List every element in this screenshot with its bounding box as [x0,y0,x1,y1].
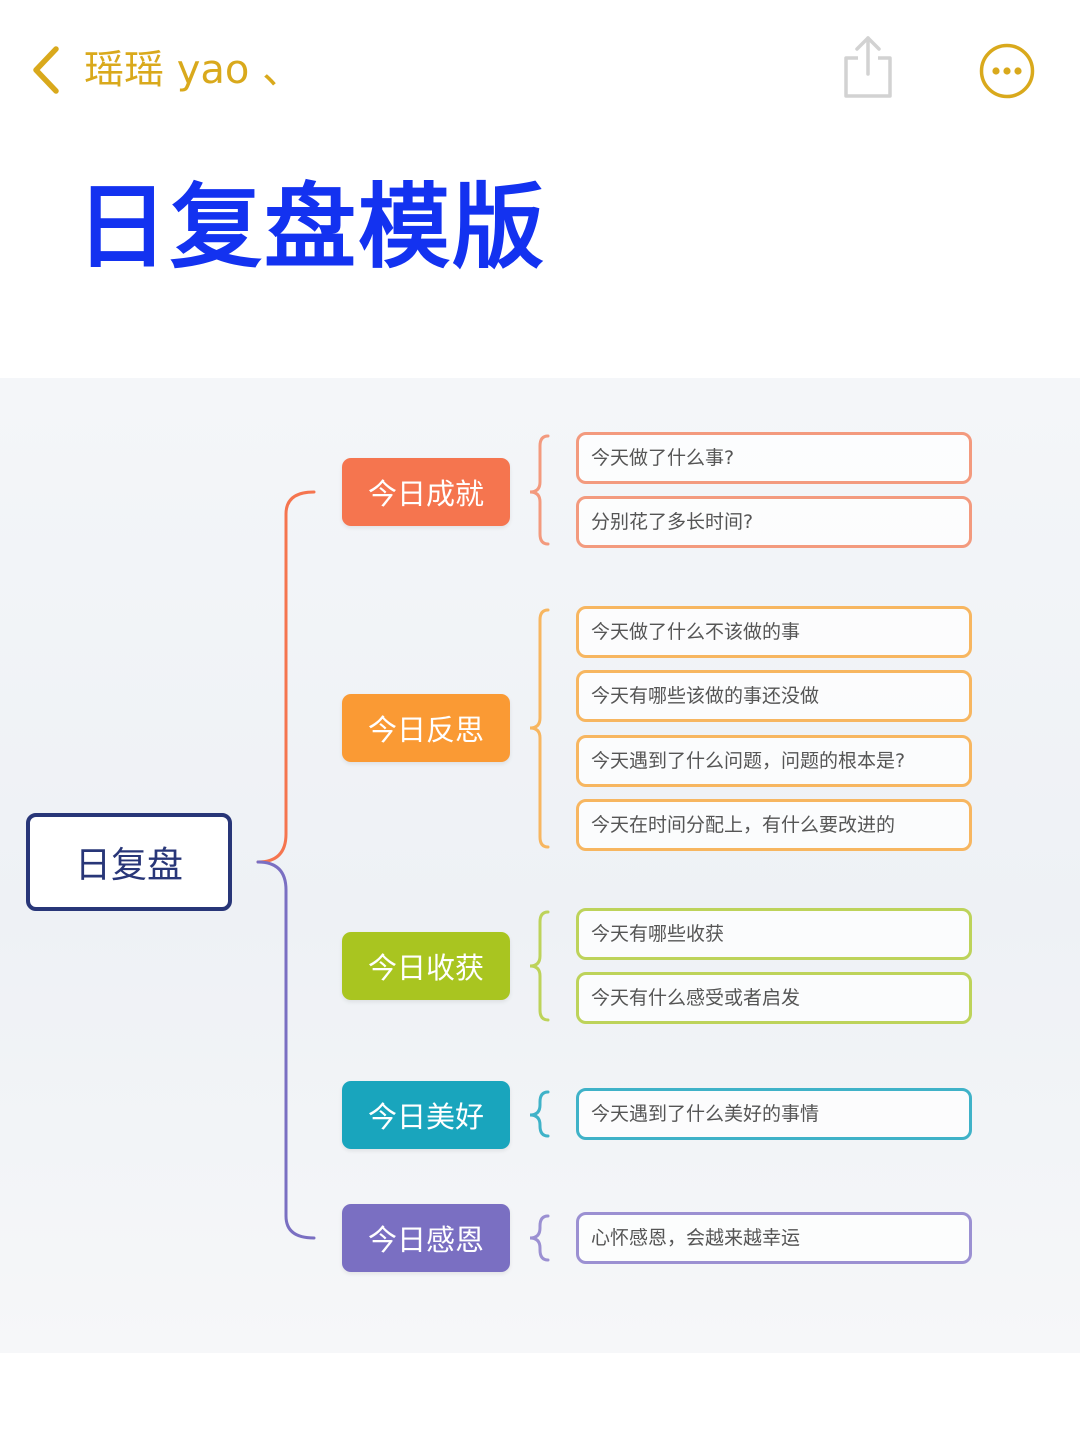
brace-harvest [529,910,550,1022]
connector-lower-trunk [256,860,316,1240]
connector-upper-trunk [256,490,316,864]
brace-achievement [529,434,550,546]
branch-beauty: 今日美好 [342,1081,510,1149]
leaf-item: 今天做了什么不该做的事 [576,606,972,658]
branch-gratitude: 今日感恩 [342,1204,510,1272]
leaf-item: 心怀感恩，会越来越幸运 [576,1212,972,1264]
chevron-left-icon [33,46,59,94]
mind-map-root: 日复盘 [26,813,232,911]
leaf-item: 今天遇到了什么问题，问题的根本是? [576,735,972,787]
branch-reflection: 今日反思 [342,694,510,762]
leaf-item: 今天有哪些该做的事还没做 [576,670,972,722]
leaf-item: 今天遇到了什么美好的事情 [576,1088,972,1140]
brace-reflection [529,608,550,849]
mind-map-connectors [256,434,550,1262]
leaf-item: 今天在时间分配上，有什么要改进的 [576,799,972,851]
more-button[interactable] [978,42,1036,100]
leaf-item: 今天有什么感受或者启发 [576,972,972,1024]
brace-beauty [529,1090,550,1138]
nav-title[interactable]: 瑶瑶 yao 、 [84,47,303,93]
branch-harvest: 今日收获 [342,932,510,1000]
more-icon [979,43,1035,99]
back-button[interactable] [26,44,72,96]
share-button[interactable] [838,34,898,102]
nav-bar: 瑶瑶 yao 、 [0,0,1080,140]
leaf-item: 分别花了多长时间? [576,496,972,548]
page-title: 日复盘模版 [76,174,547,281]
branch-achievement: 今日成就 [342,458,510,526]
share-icon [844,36,892,98]
brace-gratitude [529,1214,550,1262]
leaf-item: 今天做了什么事? [576,432,972,484]
mind-map-image: 日复盘 今日成就 今天做了什么事? 分别花了多长时间? 今日反思 今天做了什么不该做的事… [0,378,1080,1353]
leaf-item: 今天有哪些收获 [576,908,972,960]
